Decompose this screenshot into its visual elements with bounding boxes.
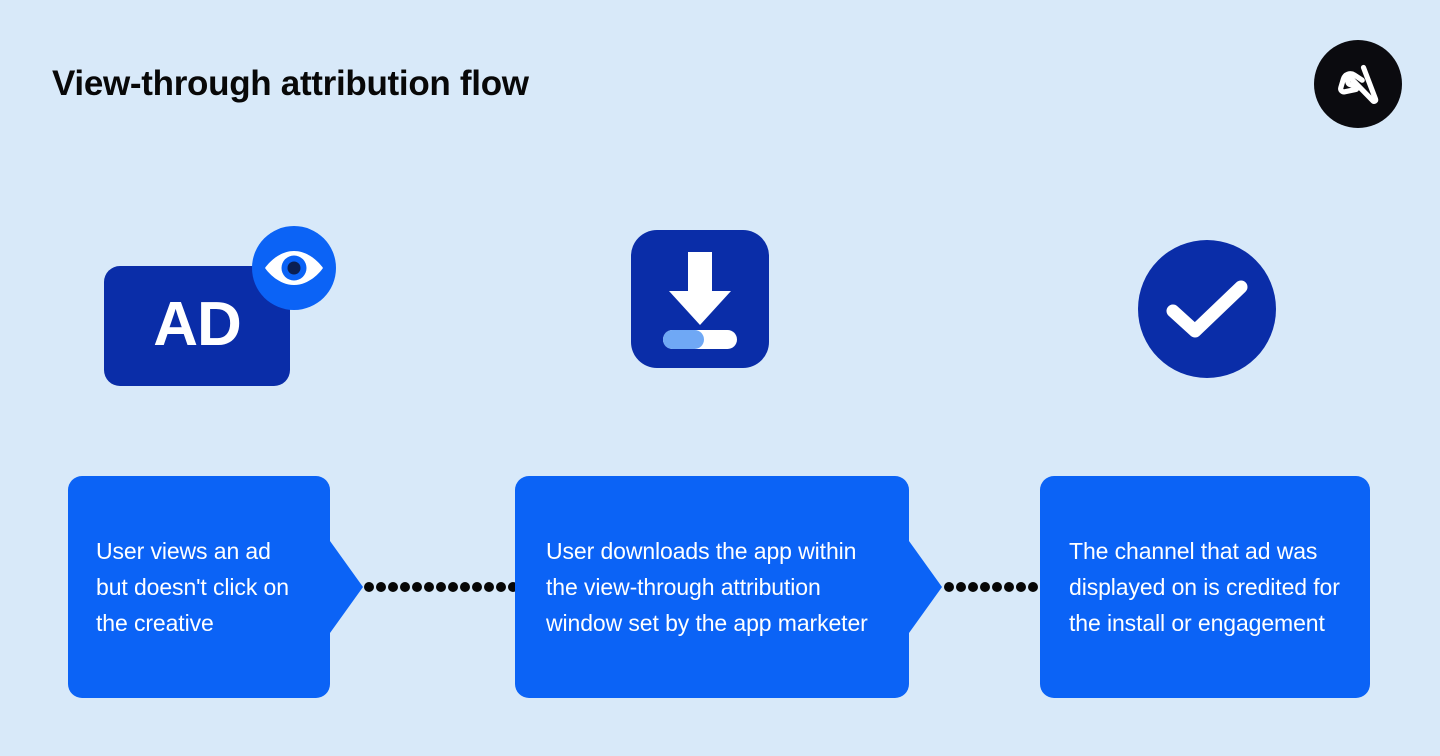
flow-row: User views an ad but doesn't click on th… bbox=[0, 476, 1440, 698]
connector-2 bbox=[944, 581, 1050, 593]
flow-step-card-2[interactable]: User downloads the app within the view-t… bbox=[515, 476, 942, 698]
flow-step-card-3[interactable]: The channel that ad was displayed on is … bbox=[1040, 476, 1370, 698]
flow-step-text-2: User downloads the app within the view-t… bbox=[546, 538, 868, 636]
connector-dot bbox=[968, 582, 978, 592]
connector-dot bbox=[1004, 582, 1014, 592]
connector-dot bbox=[448, 582, 458, 592]
progress-bar-icon bbox=[663, 330, 737, 349]
ad-view-icon: AD bbox=[104, 212, 344, 392]
connector-dot bbox=[484, 582, 494, 592]
connector-dot bbox=[980, 582, 990, 592]
eye-icon bbox=[252, 226, 336, 310]
connector-dot bbox=[388, 582, 398, 592]
attribution-credited-icon bbox=[1138, 240, 1276, 378]
brand-logo bbox=[1314, 40, 1402, 128]
connector-1 bbox=[364, 581, 518, 593]
adjust-a-logo-icon bbox=[1332, 58, 1384, 110]
icon-row: AD bbox=[0, 196, 1440, 396]
download-arrow-icon bbox=[669, 252, 731, 325]
connector-dot bbox=[508, 582, 518, 592]
ad-badge-label: AD bbox=[153, 290, 242, 359]
connector-dot bbox=[436, 582, 446, 592]
connector-dot bbox=[472, 582, 482, 592]
card-chevron-point-2 bbox=[909, 541, 942, 633]
connector-dot bbox=[460, 582, 470, 592]
card-chevron-point-1 bbox=[330, 541, 363, 633]
page-title: View-through attribution flow bbox=[52, 64, 529, 103]
connector-dot bbox=[412, 582, 422, 592]
flow-step-text-3: The channel that ad was displayed on is … bbox=[1069, 538, 1340, 636]
connector-dot bbox=[424, 582, 434, 592]
icon-slot-app-download bbox=[515, 196, 910, 396]
connector-dot bbox=[496, 582, 506, 592]
connector-dot bbox=[1028, 582, 1038, 592]
icon-slot-credited bbox=[1040, 196, 1370, 396]
connector-dot bbox=[364, 582, 374, 592]
connector-dot bbox=[956, 582, 966, 592]
connector-dot bbox=[1016, 582, 1026, 592]
connector-dot bbox=[944, 582, 954, 592]
connector-dot bbox=[992, 582, 1002, 592]
icon-slot-ad-view: AD bbox=[68, 196, 398, 396]
connector-dot bbox=[376, 582, 386, 592]
flow-step-text-1: User views an ad but doesn't click on th… bbox=[96, 538, 289, 636]
app-download-icon bbox=[631, 230, 769, 368]
check-mark-icon bbox=[1165, 277, 1249, 341]
flow-step-card-1[interactable]: User views an ad but doesn't click on th… bbox=[68, 476, 363, 698]
connector-dot bbox=[400, 582, 410, 592]
